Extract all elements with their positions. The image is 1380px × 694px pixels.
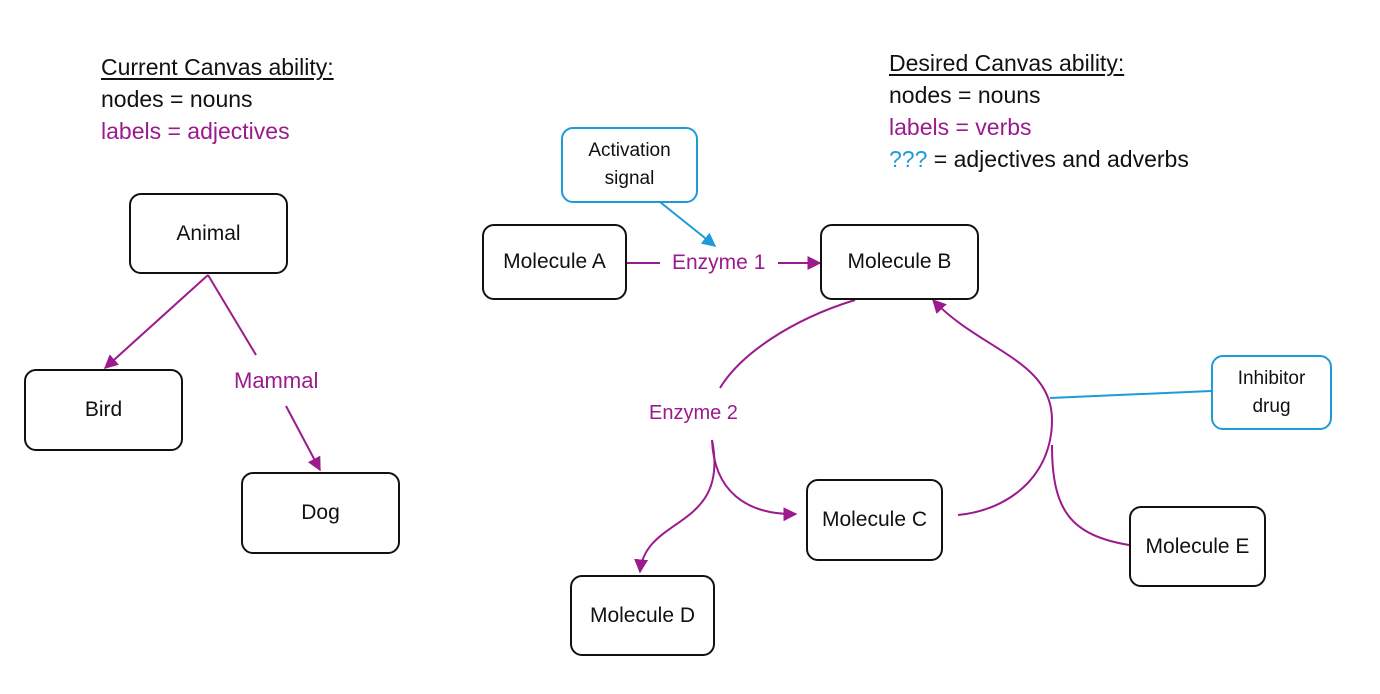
left-labels-definition: labels = adjectives <box>101 118 290 144</box>
edge-label-enzyme1[interactable]: Enzyme 1 <box>668 251 770 275</box>
node-activation-signal[interactable]: Activation signal <box>561 127 698 203</box>
node-molecule-d[interactable]: Molecule D <box>570 575 715 656</box>
right-heading: Desired Canvas ability: <box>889 50 1125 76</box>
node-activation-signal-label: Activation signal <box>588 140 671 189</box>
edge-animal-mammal <box>207 274 257 356</box>
node-molecule-e[interactable]: Molecule E <box>1129 506 1266 587</box>
node-molecule-e-label: Molecule E <box>1145 534 1250 558</box>
node-animal[interactable]: Animal <box>129 193 288 274</box>
modifiers-text: = adjectives and adverbs <box>927 146 1189 172</box>
edge-label-enzyme2[interactable]: Enzyme 2 <box>645 402 742 425</box>
node-inhibitor-drug[interactable]: Inhibitor drug <box>1211 355 1332 430</box>
node-animal-label: Animal <box>176 221 241 245</box>
right-labels-definition: labels = verbs <box>889 114 1032 140</box>
node-molecule-a-label: Molecule A <box>503 250 606 273</box>
edge-enzyme2-moleculeD <box>634 439 716 574</box>
left-nodes-definition: nodes = nouns <box>101 86 253 112</box>
node-inhibitor-drug-label: Inhibitor drug <box>1237 367 1306 417</box>
edge-activation-enzyme1 <box>659 201 717 247</box>
unknown-marker: ??? <box>889 146 928 172</box>
edge-moleculeE-join <box>1051 444 1130 546</box>
edge-mammal-dog <box>285 405 321 472</box>
node-molecule-c-label: Molecule C <box>821 508 928 531</box>
edge-inhibitor-pathway <box>1049 390 1212 399</box>
edge-moleculeB-enzyme2 <box>719 299 856 389</box>
node-dog[interactable]: Dog <box>241 472 400 554</box>
edge-moleculeC-moleculeB <box>932 298 1054 516</box>
node-bird[interactable]: Bird <box>24 369 183 451</box>
right-nodes-definition: nodes = nouns <box>889 82 1041 108</box>
node-bird-label: Bird <box>84 398 123 421</box>
node-molecule-a[interactable]: Molecule A <box>482 224 627 300</box>
edge-enzyme2-moleculeC <box>711 439 798 522</box>
node-dog-label: Dog <box>301 501 340 524</box>
node-molecule-d-label: Molecule D <box>589 603 696 627</box>
edge-label-mammal[interactable]: Mammal <box>230 368 323 394</box>
node-molecule-b[interactable]: Molecule B <box>820 224 979 300</box>
node-molecule-c[interactable]: Molecule C <box>806 479 943 561</box>
left-heading: Current Canvas ability: <box>101 54 334 80</box>
edge-animal-bird <box>103 274 209 369</box>
right-modifiers-definition: ??? = adjectives and adverbs <box>889 143 1189 175</box>
node-molecule-b-label: Molecule B <box>847 250 952 273</box>
